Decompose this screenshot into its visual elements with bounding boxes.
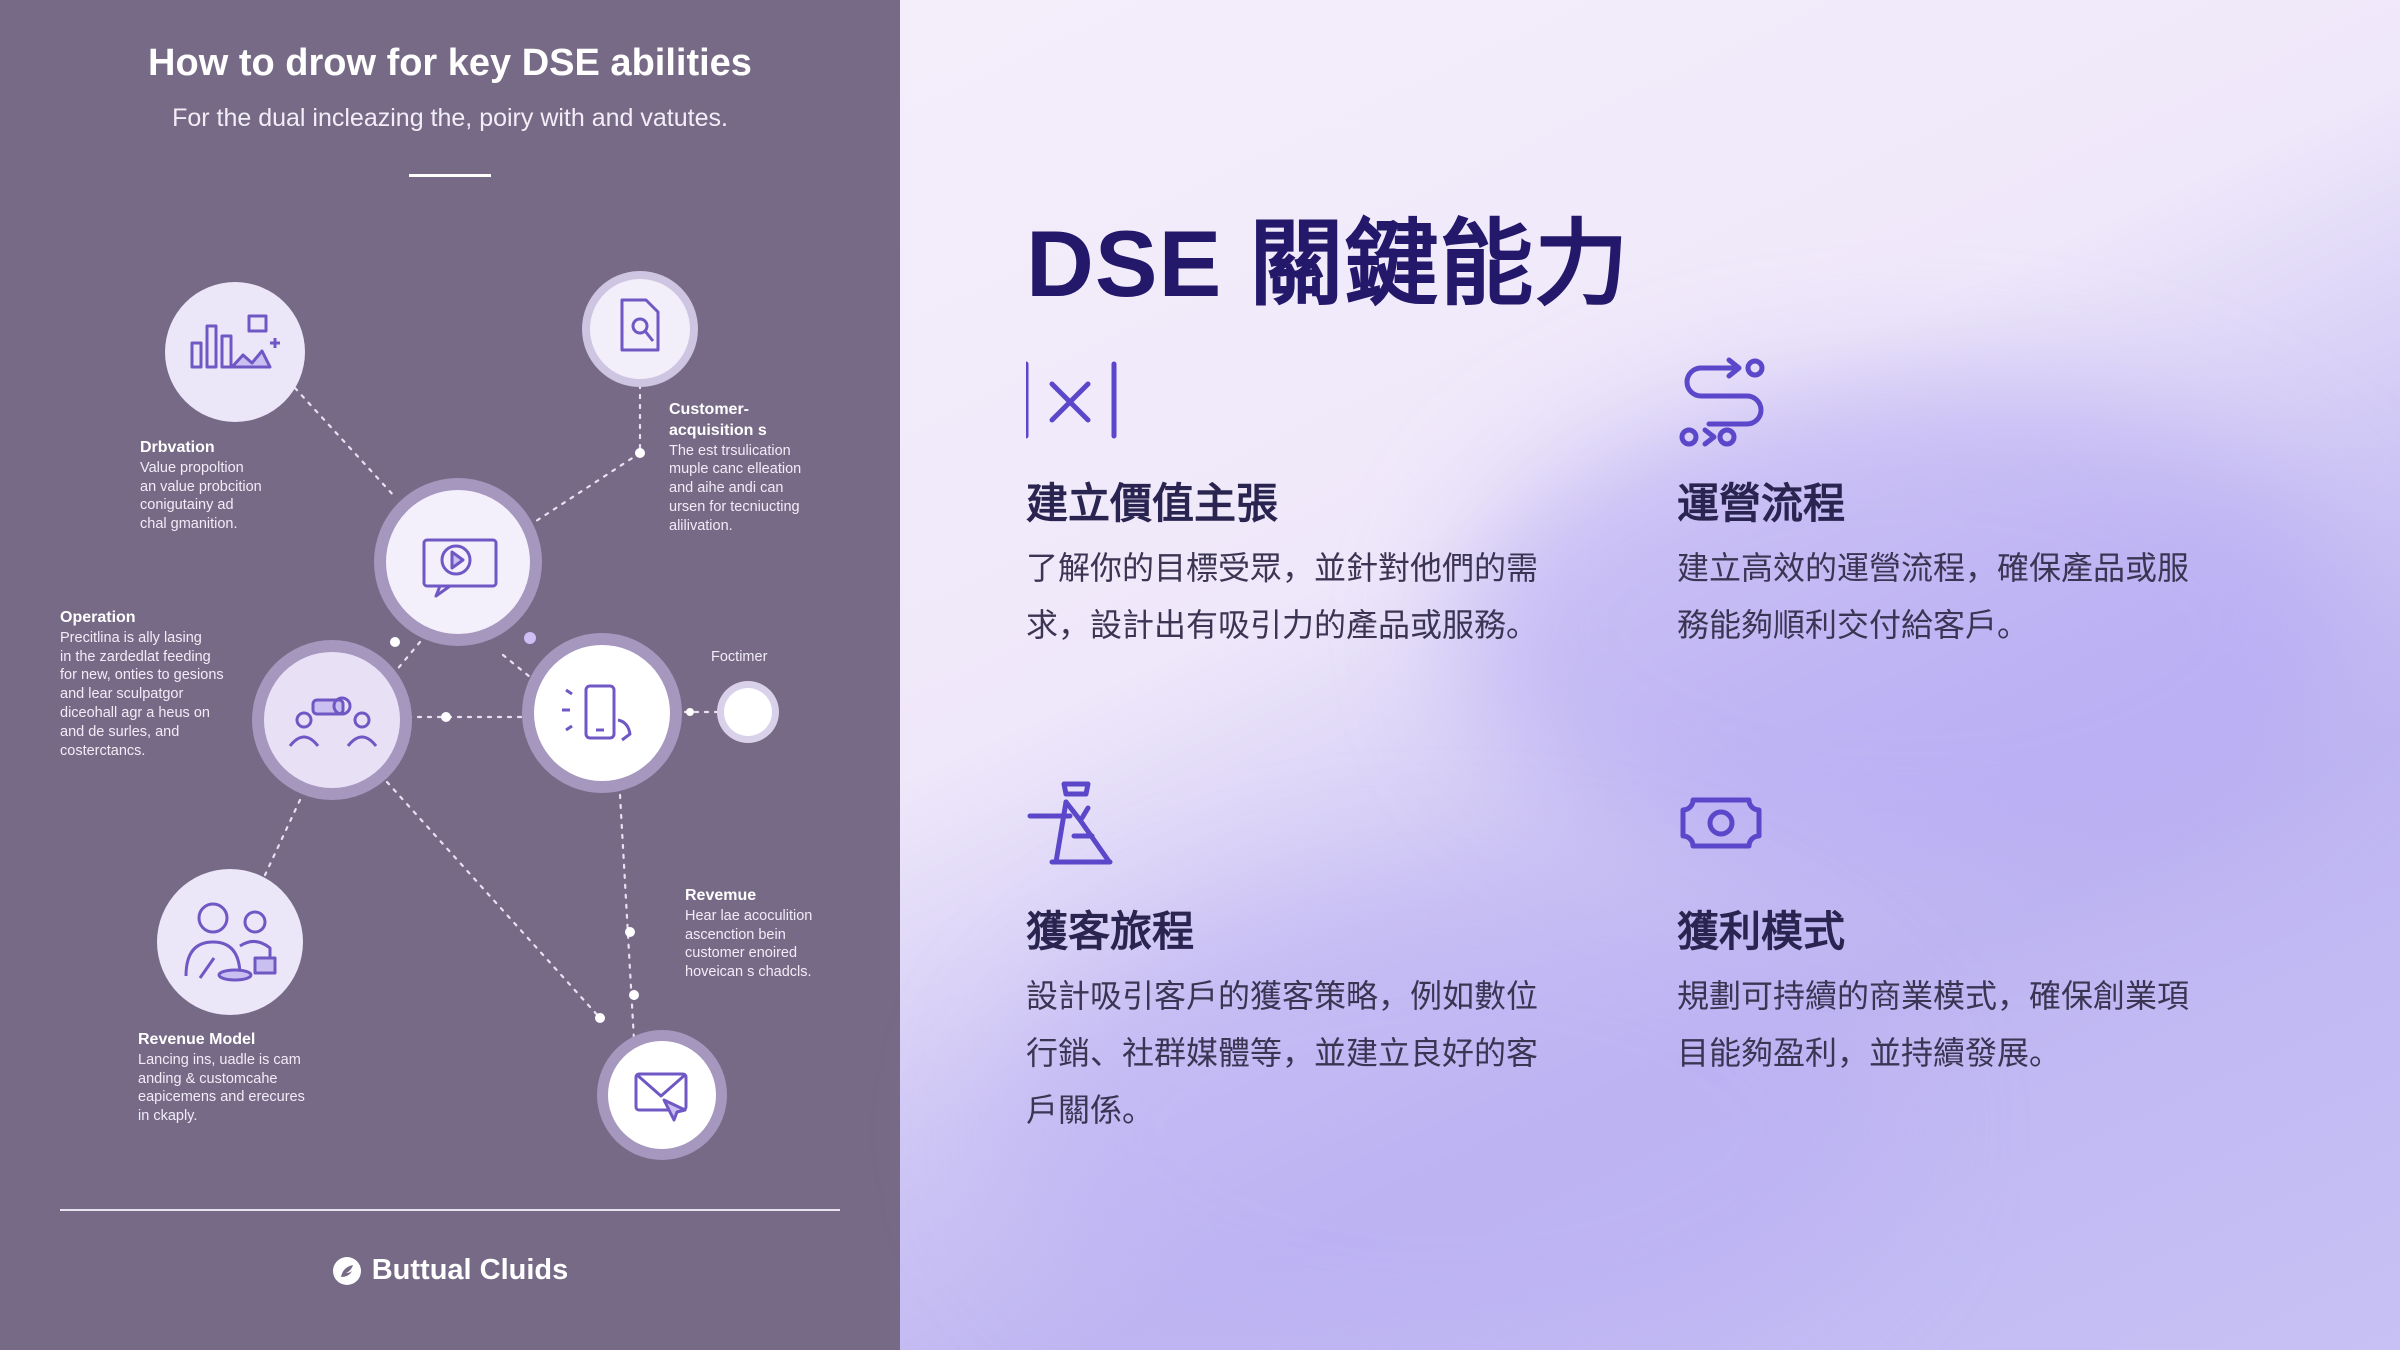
customer-journey-icon	[1027, 781, 1113, 865]
video-message-icon	[422, 538, 498, 598]
mail-icon	[634, 1072, 688, 1122]
card-value-proposition: 建立價值主張 了解你的目標受眾，並針對他們的需 求，設計出有吸引力的產品或服務。	[1023, 350, 1626, 644]
node-meeting	[252, 640, 412, 800]
money-icon	[1680, 797, 1762, 849]
brand-name: Buttual Cluids	[371, 1254, 569, 1286]
card-customer-journey: 獲客旅程 設計吸引客戶的獲客策略，例如數位 行銷、社群媒體等，並建立良好的客 戶…	[1026, 778, 1626, 1129]
background-glow	[1460, 380, 2360, 880]
node-phone	[522, 633, 682, 793]
card-description: 規劃可持續的商業模式，確保創業項 目能夠盈利，並持續發展。	[1677, 977, 2190, 1072]
card-title: 獲客旅程	[1026, 907, 1195, 956]
brand-logo: Buttual Cluids	[0, 1254, 900, 1287]
card-title: 建立價值主張	[1026, 479, 1279, 528]
background-glow-lower	[1000, 880, 1900, 1350]
infographic-subtitle: For the dual incleazing the, poiry with …	[172, 104, 728, 132]
card-description: 了解你的目標受眾，並針對他們的需 求，設計出有吸引力的產品或服務。	[1026, 549, 1539, 644]
content-panel: DSE 關鍵能力 建立價值主張 了解你的目標受眾，並針對他們的需 求，設計出有吸…	[900, 0, 2400, 1350]
document-search-icon	[620, 298, 660, 352]
node-chart	[165, 282, 305, 422]
node-people	[157, 869, 303, 1015]
label-customer-acquisition: Customer- acquisition s The est trsulica…	[669, 401, 802, 534]
card-description: 設計吸引客戶的獲客策略，例如數位 行銷、社群媒體等，並建立良好的客 戶關係。	[1026, 977, 1539, 1129]
label-operation: Operation Precitlina is ally lasing in t…	[60, 609, 224, 759]
smartphone-tap-icon	[562, 684, 632, 742]
title-divider	[409, 174, 491, 177]
label-revenue-model: Revenue Model Lancing ins, uadle is cam …	[138, 1031, 305, 1125]
node-mail	[597, 1030, 727, 1160]
infographic-title: How to drow for key DSE abilities	[148, 42, 752, 84]
infographic-panel: How to drow for key DSE abilities For th…	[0, 0, 900, 1350]
node-small	[717, 681, 779, 743]
card-title: 運營流程	[1677, 479, 1846, 528]
card-description: 建立高效的運營流程，確保產品或服 務能夠順利交付給客戶。	[1677, 549, 2190, 644]
team-meeting-icon	[288, 696, 378, 747]
node-video	[374, 478, 542, 646]
footer-divider	[60, 1209, 840, 1211]
process-flow-icon	[1679, 357, 1765, 447]
label-footimer: Foctimer	[711, 649, 768, 665]
value-proposition-icon	[1023, 361, 1117, 439]
card-operations-flow: 運營流程 建立高效的運營流程，確保產品或服 務能夠順利交付給客戶。	[1677, 350, 2277, 644]
node-document	[582, 271, 698, 387]
people-icon	[184, 902, 277, 982]
page-title: DSE 關鍵能力	[1026, 211, 1630, 316]
network-diagram	[157, 271, 779, 1160]
label-orbvation: Drbvation Value propoltion an value prob…	[140, 439, 262, 533]
brand-icon	[332, 1256, 361, 1285]
chart-icon	[190, 314, 280, 369]
label-revenue: Revemue Hear lae acoculition ascenction …	[685, 887, 813, 981]
card-title: 獲利模式	[1677, 907, 1846, 956]
card-profit-model: 獲利模式 規劃可持續的商業模式，確保創業項 目能夠盈利，並持續發展。	[1677, 778, 2277, 1072]
